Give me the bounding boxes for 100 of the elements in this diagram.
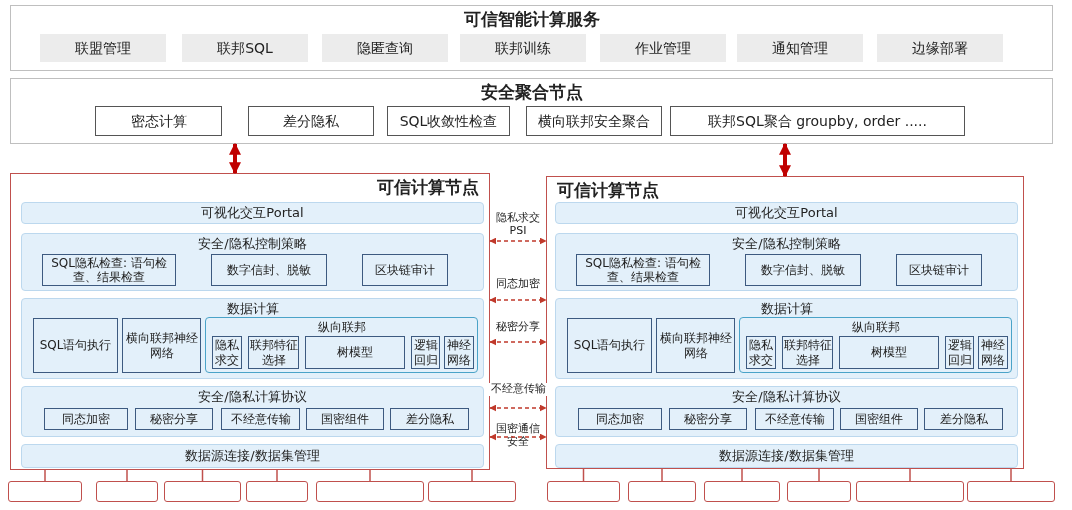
data-source-box — [164, 481, 241, 502]
panel-title: 安全/隐私计算协议 — [197, 389, 308, 405]
connector-line — [909, 468, 911, 482]
module-box: 数字信封、脱敏 — [745, 254, 861, 286]
data-source-box — [704, 481, 780, 502]
layer-band: 数据源连接/数据集管理 — [21, 444, 484, 468]
data-source-box — [547, 481, 620, 502]
module-box: 数字信封、脱敏 — [211, 254, 327, 286]
panel-title: 可信计算节点 — [557, 180, 660, 201]
connector-line — [276, 469, 278, 482]
layer-panel — [21, 233, 484, 291]
data-source-box — [428, 481, 516, 502]
module-box: 区块链审计 — [362, 254, 448, 286]
service-module: 联邦训练 — [460, 34, 586, 62]
data-source-box — [856, 481, 964, 502]
double-arrow — [489, 404, 547, 412]
algorithm-box: 隐私求交 — [746, 336, 776, 369]
service-module: 边缘部署 — [877, 34, 1003, 62]
algorithm-box: 联邦特征选择 — [248, 336, 299, 369]
algorithm-box: 神经网络 — [444, 336, 474, 369]
connector-line — [661, 468, 663, 482]
panel-title: 安全/隐私控制策略 — [197, 236, 308, 252]
panel-title: 安全/隐私控制策略 — [731, 236, 842, 252]
panel-title: 安全聚合节点 — [479, 82, 584, 103]
double-arrow — [779, 142, 791, 178]
double-arrow — [489, 237, 547, 245]
layer-panel — [555, 386, 1018, 437]
panel-title: 数据计算 — [759, 301, 814, 317]
module-box: 秘密分享 — [669, 408, 747, 430]
double-arrow — [229, 142, 241, 175]
module-box: SQL语句执行 — [33, 318, 118, 373]
layer-panel — [555, 233, 1018, 291]
panel-title: 可信智能计算服务 — [462, 9, 601, 30]
double-arrow — [489, 433, 547, 441]
data-source-box — [96, 481, 158, 502]
layer-band: 可视化交互Portal — [21, 202, 484, 224]
function-box: 横向联邦安全聚合 — [526, 106, 662, 136]
algorithm-box: 树模型 — [305, 336, 405, 369]
module-box: 横向联邦神经网络 — [122, 318, 201, 373]
double-arrow — [489, 296, 547, 304]
connector-line — [201, 469, 204, 482]
module-box: 同态加密 — [44, 408, 128, 430]
connector-line — [471, 469, 473, 482]
algorithm-box: 隐私求交 — [212, 336, 242, 369]
aggregation-panel — [10, 78, 1053, 144]
layer-panel — [555, 298, 1018, 379]
service-panel — [10, 5, 1053, 71]
data-source-box — [787, 481, 851, 502]
module-box: SQL语句执行 — [567, 318, 652, 373]
data-source-box — [967, 481, 1055, 502]
layer-band: 可视化交互Portal — [555, 202, 1018, 224]
algorithm-box: 联邦特征选择 — [782, 336, 833, 369]
service-module: 联邦SQL — [182, 34, 308, 62]
compute-node-panel — [546, 176, 1024, 469]
module-box: SQL隐私检查: 语句检查、结果检查 — [42, 254, 176, 286]
function-box: SQL收敛性检查 — [387, 106, 510, 136]
connector-line — [369, 469, 371, 482]
double-arrow — [489, 338, 547, 346]
function-box: 差分隐私 — [248, 106, 374, 136]
panel-title: 纵向联邦 — [850, 320, 901, 335]
service-module: 通知管理 — [737, 34, 863, 62]
function-box: 联邦SQL聚合 groupby, order ..... — [670, 106, 965, 136]
connector-line — [741, 468, 743, 482]
module-box: 国密组件 — [306, 408, 384, 430]
connector-line — [582, 468, 585, 482]
algorithm-box: 树模型 — [839, 336, 939, 369]
panel-title: 数据计算 — [225, 301, 280, 317]
module-box: 横向联邦神经网络 — [656, 318, 735, 373]
data-source-box — [8, 481, 82, 502]
module-box: 国密组件 — [840, 408, 918, 430]
module-box: 秘密分享 — [135, 408, 213, 430]
service-module: 作业管理 — [600, 34, 726, 62]
connector-line — [1010, 468, 1012, 482]
panel-title: 可信计算节点 — [376, 177, 479, 198]
panel-title: 安全/隐私计算协议 — [731, 389, 842, 405]
service-module: 隐匿查询 — [322, 34, 448, 62]
connector-line — [126, 469, 128, 482]
module-box: 不经意传输 — [755, 408, 834, 430]
panel-title: 纵向联邦 — [316, 320, 367, 335]
module-box: 差分隐私 — [390, 408, 469, 430]
edge-label: 不经意传输 — [487, 383, 549, 396]
layer-band: 数据源连接/数据集管理 — [555, 444, 1018, 468]
algorithm-box: 逻辑回归 — [411, 336, 440, 369]
module-box: SQL隐私检查: 语句检查、结果检查 — [576, 254, 710, 286]
algorithm-box: 神经网络 — [978, 336, 1008, 369]
vertical-federation-panel — [739, 317, 1012, 373]
layer-panel — [21, 386, 484, 437]
service-module: 联盟管理 — [40, 34, 166, 62]
module-box: 区块链审计 — [896, 254, 982, 286]
module-box: 同态加密 — [578, 408, 662, 430]
data-source-box — [246, 481, 308, 502]
vertical-federation-panel — [205, 317, 478, 373]
algorithm-box: 逻辑回归 — [945, 336, 974, 369]
data-source-box — [316, 481, 424, 502]
compute-node-panel — [10, 173, 490, 470]
data-source-box — [628, 481, 696, 502]
layer-panel — [21, 298, 484, 379]
module-box: 不经意传输 — [221, 408, 300, 430]
connector-line — [44, 469, 46, 482]
function-box: 密态计算 — [95, 106, 222, 136]
